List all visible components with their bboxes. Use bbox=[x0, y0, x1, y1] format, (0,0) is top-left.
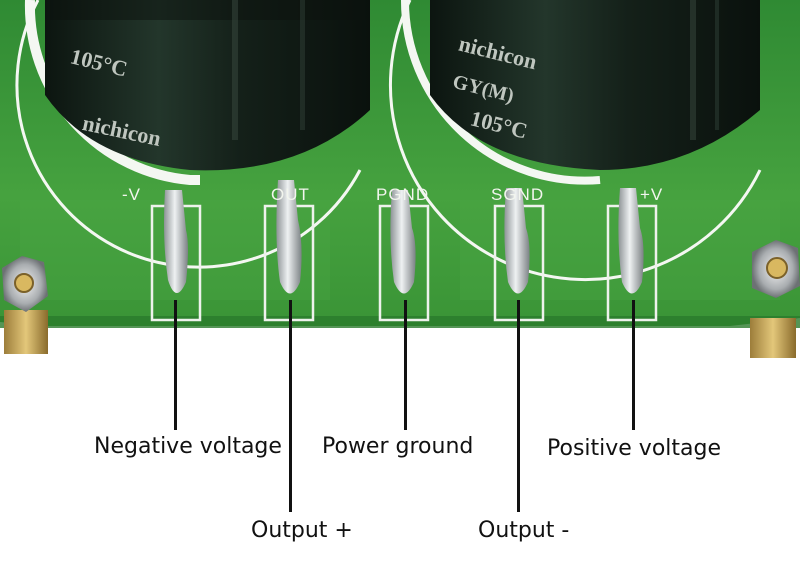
silk-label-negative: -V bbox=[122, 185, 141, 204]
pin-positive bbox=[618, 188, 644, 294]
label-output-minus: Output - bbox=[478, 518, 570, 543]
label-output-plus: Output + bbox=[251, 518, 353, 543]
label-negative-voltage: Negative voltage bbox=[94, 434, 282, 459]
pin-sgnd bbox=[504, 188, 530, 294]
pin-negative bbox=[164, 190, 188, 294]
leader-power-ground bbox=[404, 300, 407, 430]
silk-label-out: OUT bbox=[271, 185, 310, 204]
silk-label-positive: +V bbox=[640, 185, 664, 204]
capacitor-right bbox=[430, 0, 760, 170]
silk-circle-left bbox=[15, 0, 362, 269]
standoff-left bbox=[2, 256, 48, 354]
leader-positive bbox=[632, 300, 635, 430]
silk-label-pgnd: PGND bbox=[376, 185, 430, 204]
leader-output-minus bbox=[517, 300, 520, 512]
capacitor-left bbox=[45, 0, 370, 171]
silk-label-sgnd: SGND bbox=[491, 185, 545, 204]
leader-negative bbox=[174, 300, 177, 430]
label-positive-voltage: Positive voltage bbox=[547, 436, 722, 461]
pcb-edge bbox=[0, 316, 800, 328]
leader-output-plus bbox=[289, 300, 292, 512]
label-power-ground: Power ground bbox=[322, 434, 474, 459]
pin-pgnd bbox=[390, 190, 416, 294]
standoff-right bbox=[750, 240, 800, 358]
silk-circle-right bbox=[388, 0, 762, 282]
pcb-photo bbox=[0, 0, 800, 358]
pin-out bbox=[276, 180, 302, 294]
